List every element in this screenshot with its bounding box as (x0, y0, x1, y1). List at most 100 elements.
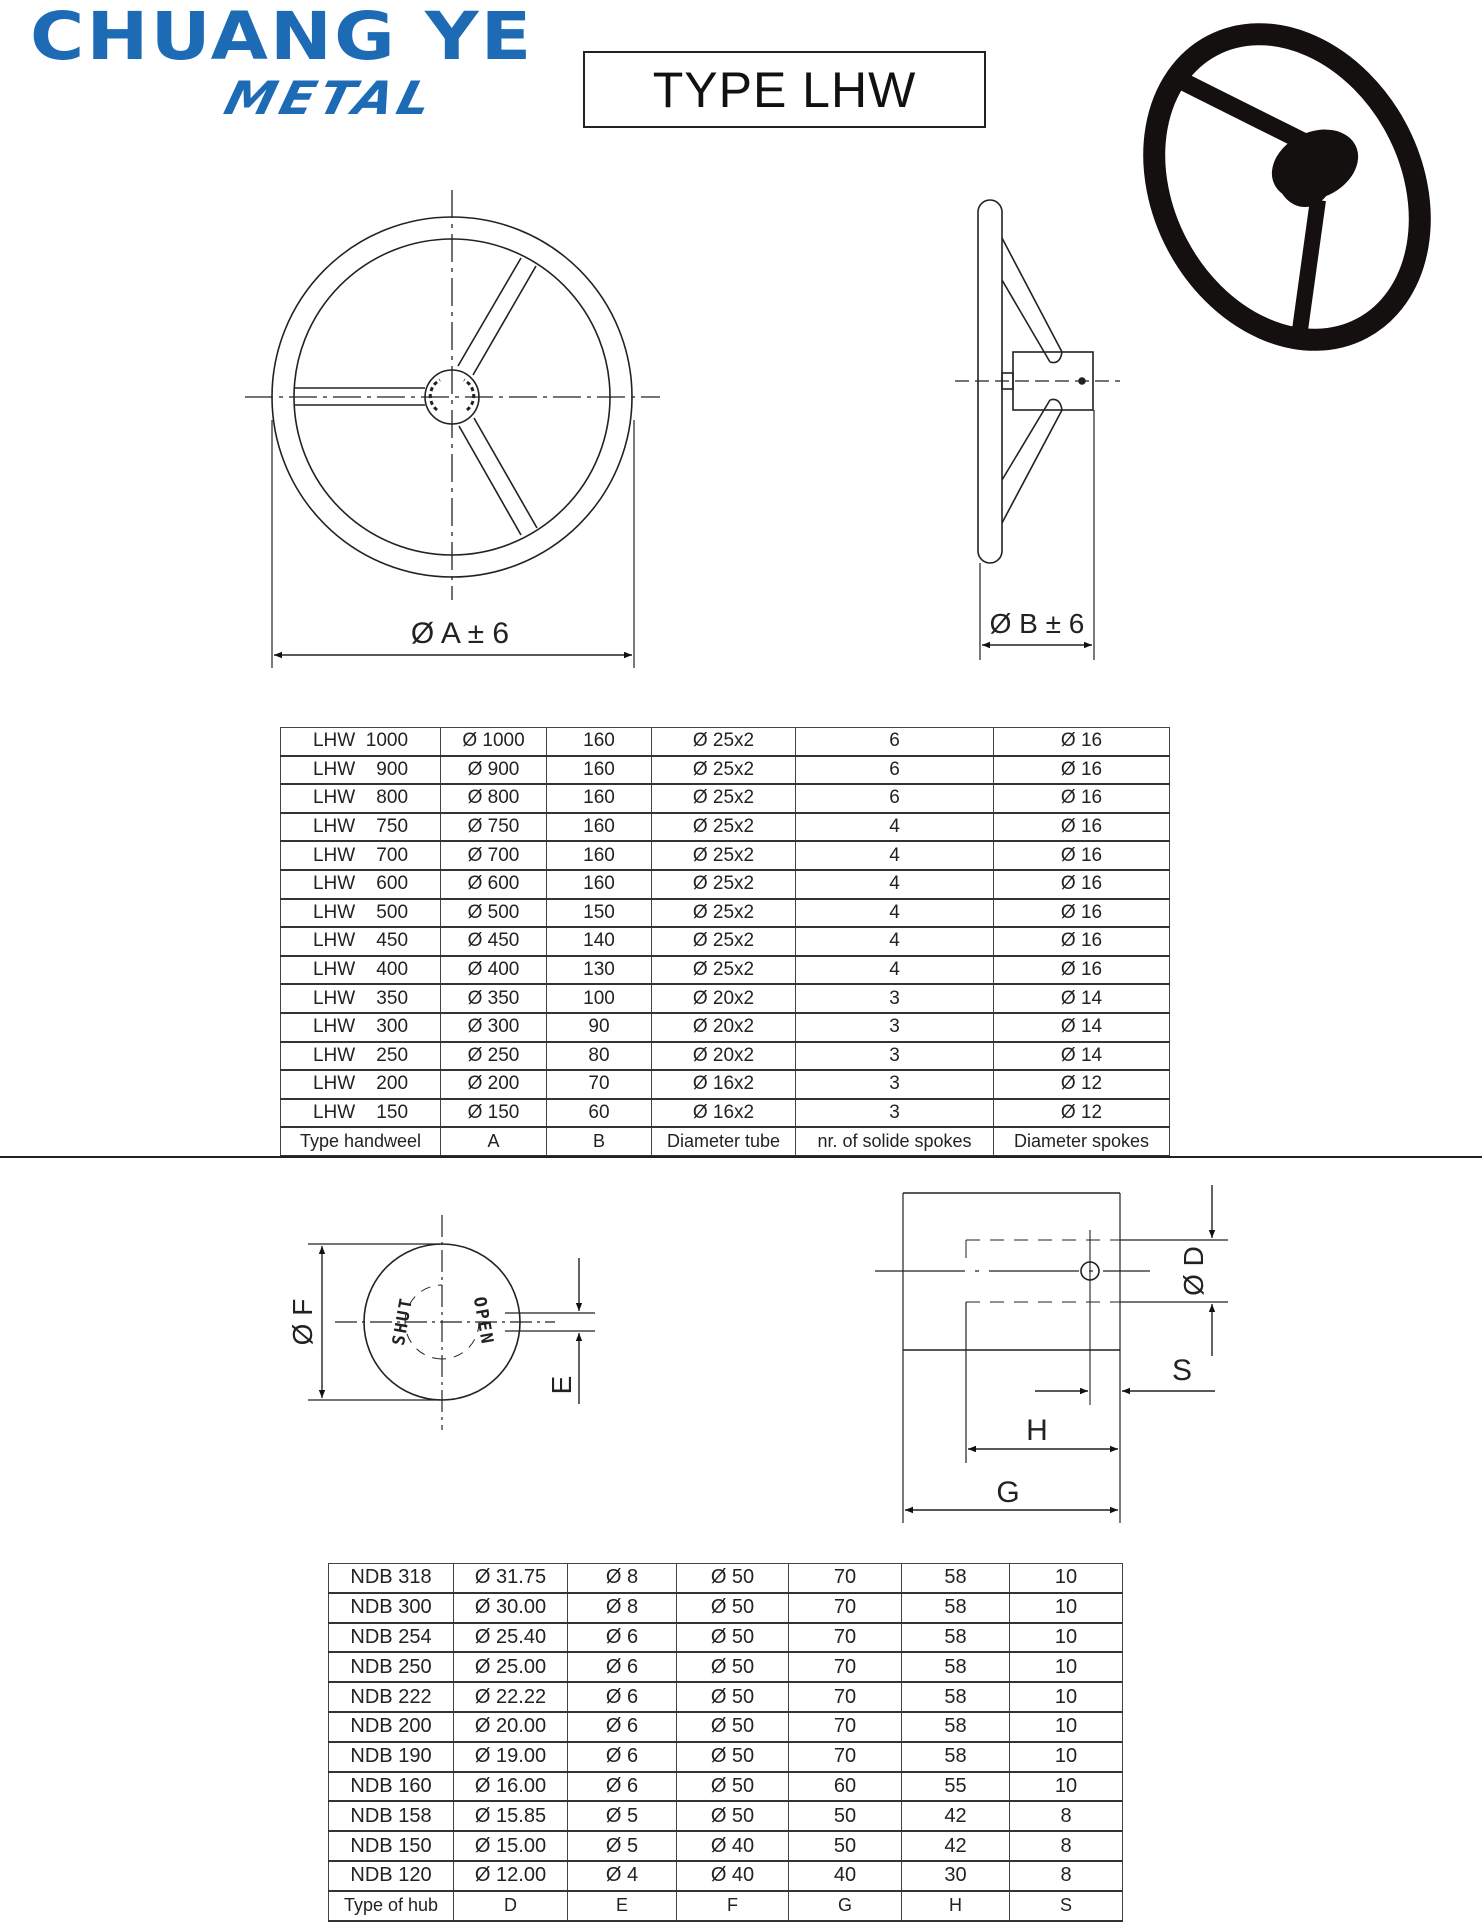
table-cell: 4 (795, 869, 994, 900)
table-cell: LHW 500 (280, 898, 441, 928)
table-cell: Ø 12 (993, 1069, 1170, 1100)
table-cell: 50 (788, 1800, 902, 1832)
table-cell: Ø 16 (993, 840, 1170, 871)
table-cell: LHW 250 (280, 1041, 441, 1071)
hub-shut-text: SHUT (389, 1295, 417, 1347)
table-cell: Ø 6 (567, 1622, 677, 1653)
dim-d-label: Ø D (1178, 1246, 1209, 1296)
table-cell: Ø 50 (676, 1651, 789, 1683)
table-cell: Ø 8 (567, 1592, 677, 1624)
table-cell: 160 (546, 812, 652, 842)
dim-f-label: Ø F (287, 1299, 318, 1346)
column-header: F (676, 1890, 789, 1922)
table-cell: 8 (1009, 1860, 1123, 1892)
table-cell: 6 (795, 726, 994, 757)
hub-open-text: OPEN (469, 1295, 497, 1347)
table-cell: Ø 750 (440, 812, 547, 842)
table-cell: Ø 16x2 (651, 1098, 796, 1128)
table-cell: Ø 25x2 (651, 926, 796, 957)
dim-b-label: Ø B ± 6 (990, 608, 1085, 639)
table-cell: 4 (795, 926, 994, 957)
table-cell: 40 (788, 1860, 902, 1892)
table-cell: 10 (1009, 1771, 1123, 1802)
table-cell: Ø 20x2 (651, 1012, 796, 1043)
table-cell: 4 (795, 955, 994, 985)
table-cell: Ø 15.00 (453, 1830, 568, 1862)
table-cell: 70 (788, 1651, 902, 1683)
table-cell: Ø 16 (993, 726, 1170, 757)
table-cell: 60 (546, 1098, 652, 1128)
table-cell: Ø 15.85 (453, 1800, 568, 1832)
handwheel-side-view (955, 199, 1120, 660)
table-cell: Ø 6 (567, 1771, 677, 1802)
dim-g-label: G (996, 1476, 1019, 1509)
table-cell: 3 (795, 1098, 994, 1128)
table-cell: Ø 40 (676, 1860, 789, 1892)
table-cell: Ø 19.00 (453, 1741, 568, 1773)
page-title: TYPE LHW (583, 51, 986, 128)
table-cell: Ø 16 (993, 755, 1170, 785)
table-cell: LHW 450 (280, 926, 441, 957)
table-cell: 70 (788, 1711, 902, 1743)
table-cell: 58 (901, 1592, 1010, 1624)
table-cell: Ø 25.40 (453, 1622, 568, 1653)
table-cell: 42 (901, 1800, 1010, 1832)
table-cell: Ø 50 (676, 1681, 789, 1713)
table-cell: 10 (1009, 1741, 1123, 1773)
table-cell: LHW 750 (280, 812, 441, 842)
table-cell: Ø 30.00 (453, 1592, 568, 1624)
table-cell: 58 (901, 1562, 1010, 1594)
table-cell: 70 (788, 1681, 902, 1713)
hub-side-view (875, 1185, 1228, 1523)
table-cell: Ø 4 (567, 1860, 677, 1892)
table-cell: Ø 20x2 (651, 1041, 796, 1071)
table-cell: 10 (1009, 1681, 1123, 1713)
handwheel-photo (1143, 23, 1431, 351)
table-cell: Ø 350 (440, 983, 547, 1014)
table-cell: 10 (1009, 1562, 1123, 1594)
column-header: Type of hub (328, 1890, 454, 1922)
column-header: nr. of solide spokes (795, 1126, 994, 1157)
table-cell: Ø 8 (567, 1562, 677, 1594)
table-cell: 3 (795, 983, 994, 1014)
table-cell: 160 (546, 840, 652, 871)
table-cell: 58 (901, 1741, 1010, 1773)
table-cell: 58 (901, 1681, 1010, 1713)
dim-s-label: S (1172, 1354, 1192, 1387)
column-header: Type handweel (280, 1126, 441, 1157)
table-cell: Ø 50 (676, 1800, 789, 1832)
table-cell: NDB 254 (328, 1622, 454, 1653)
table-cell: Ø 25x2 (651, 898, 796, 928)
table-cell: Ø 14 (993, 983, 1170, 1014)
table-cell: Ø 16x2 (651, 1069, 796, 1100)
column-header: A (440, 1126, 547, 1157)
table-cell: Ø 600 (440, 869, 547, 900)
table-cell: 3 (795, 1069, 994, 1100)
table-cell: NDB 300 (328, 1592, 454, 1624)
table-cell: Ø 31.75 (453, 1562, 568, 1594)
table-cell: 70 (788, 1622, 902, 1653)
table-cell: Ø 12.00 (453, 1860, 568, 1892)
table-cell: 8 (1009, 1800, 1123, 1832)
table-cell: LHW 400 (280, 955, 441, 985)
table-cell: 8 (1009, 1830, 1123, 1862)
table-cell: LHW 200 (280, 1069, 441, 1100)
table-cell: Ø 25x2 (651, 955, 796, 985)
table-cell: 58 (901, 1651, 1010, 1683)
table-cell: Ø 700 (440, 840, 547, 871)
table-cell: 4 (795, 812, 994, 842)
